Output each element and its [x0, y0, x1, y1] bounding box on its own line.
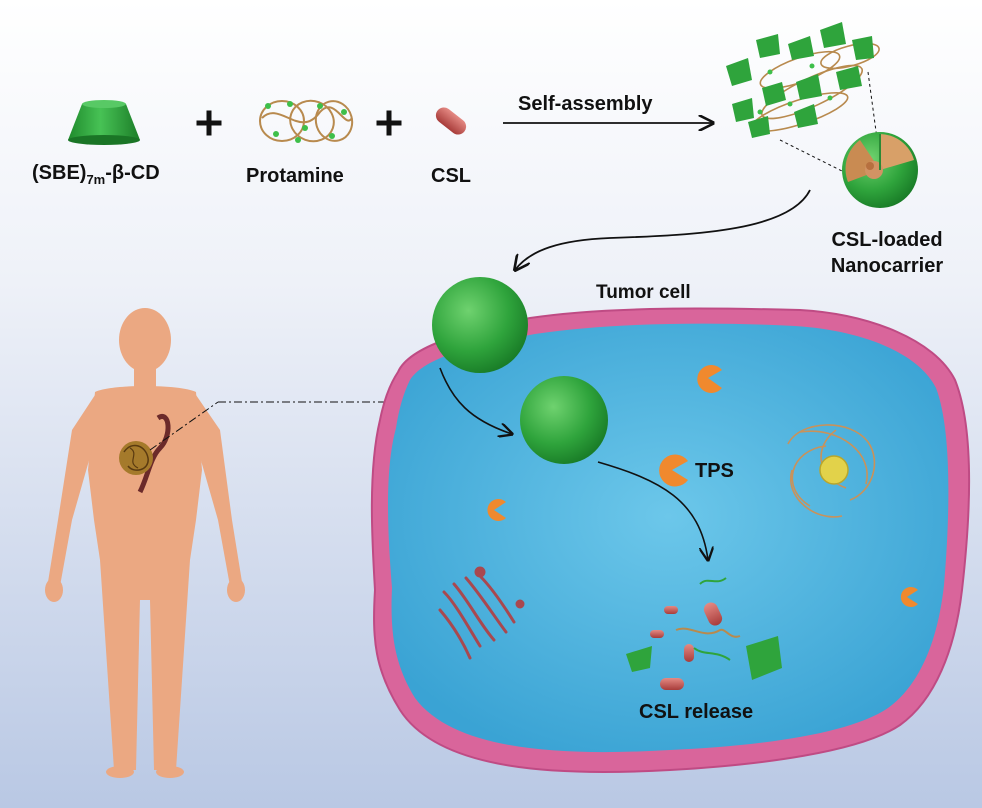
csl-release-label: CSL release — [639, 701, 754, 723]
nanocarrier-label-line2: Nanocarrier — [830, 255, 944, 277]
nanocarrier-label-line1: CSL-loaded — [831, 229, 943, 251]
sbe-prefix: (SBE) — [32, 162, 87, 184]
csl-label: CSL — [431, 165, 471, 187]
tumor-mass-icon — [119, 414, 171, 494]
sbe-subscript: 7m — [86, 172, 106, 187]
human-body-icon — [45, 308, 245, 778]
endocytosis-arrow — [439, 367, 512, 434]
plus-icon — [376, 110, 402, 136]
cyclodextrin-icon — [68, 100, 140, 145]
delivery-arrow — [515, 189, 811, 270]
nanocarrier-label: CSL-loaded Nanocarrier — [812, 227, 962, 279]
protamine-icon — [259, 99, 354, 143]
protamine-label: Protamine — [246, 165, 344, 187]
tumor-cell-label: Tumor cell — [596, 282, 691, 303]
sbe-cd-label: (SBE)7m-β-CD — [32, 162, 160, 187]
golgi-icon — [438, 566, 525, 660]
nucleus-icon — [787, 424, 876, 518]
leader-line — [149, 401, 402, 451]
nanocarrier-icon — [842, 132, 918, 208]
csl-released-icon — [626, 577, 782, 690]
sbe-suffix: -β-CD — [105, 162, 160, 184]
tps-label: TPS — [695, 460, 734, 482]
self-assembly-label: Self-assembly — [518, 93, 653, 115]
tps-enzyme-icon — [487, 365, 918, 607]
nanoparticle-binding — [432, 277, 528, 373]
assembled-complex-icon — [726, 22, 880, 138]
plus-icon — [196, 110, 222, 136]
nanoparticle-internalized — [520, 376, 608, 464]
release-arrow — [597, 461, 708, 560]
csl-capsule-icon — [435, 107, 467, 135]
